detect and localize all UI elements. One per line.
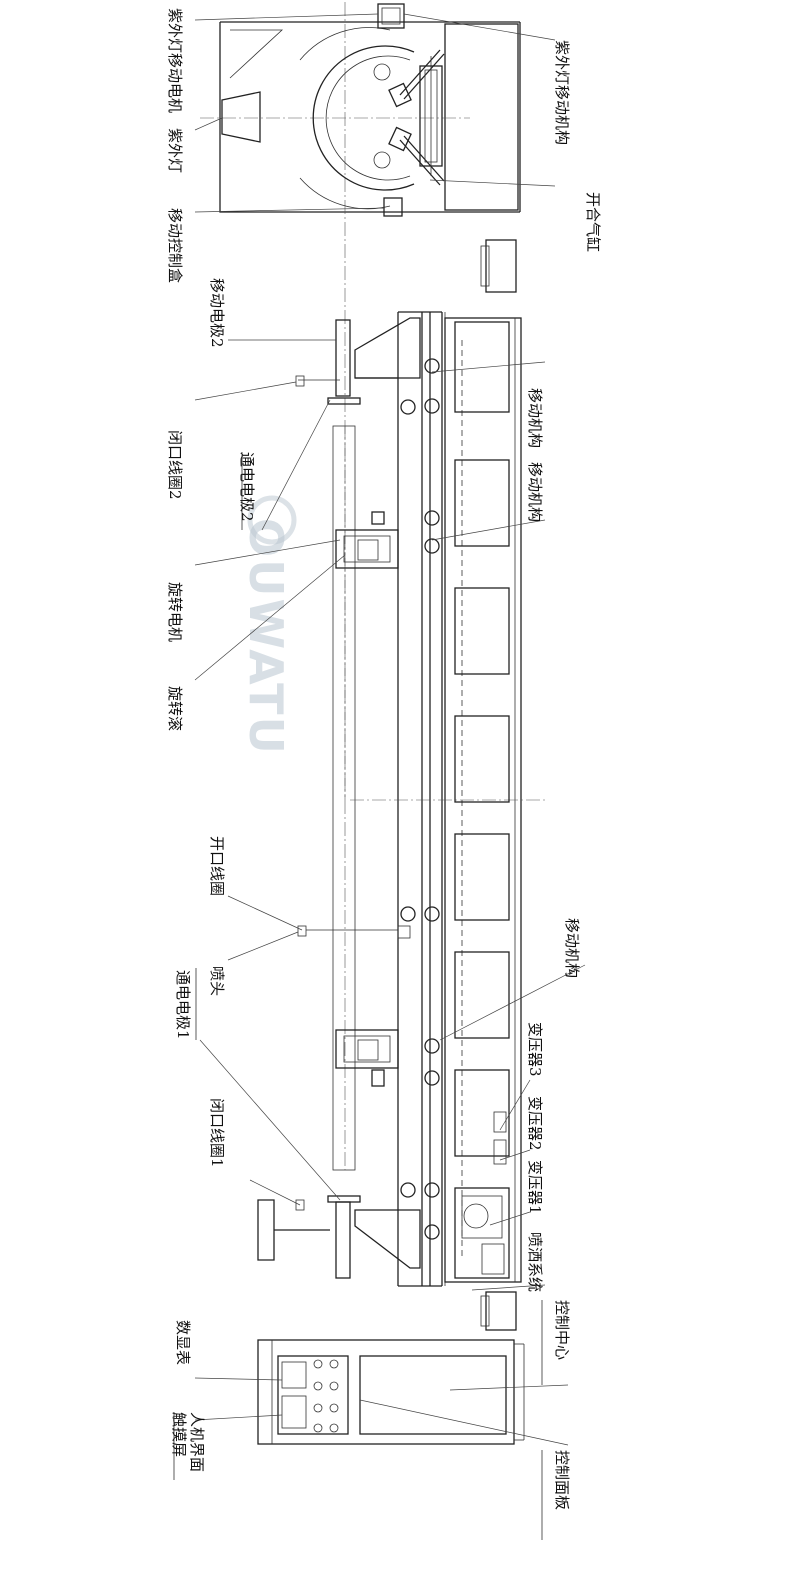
label-open-close-cylinder: 开合气缸 xyxy=(584,192,602,252)
rotation-motor-upper xyxy=(335,511,399,569)
label-move-mech-b: 移动机构 xyxy=(526,388,544,448)
label-move-mech-c: 移动机构 xyxy=(563,918,581,978)
label-digital-display: 数显表 xyxy=(174,1320,192,1365)
leader-uv-move-mech xyxy=(403,13,556,41)
electrode-1-assembly xyxy=(257,1195,421,1279)
move-electrode-2-assembly xyxy=(295,317,421,405)
label-move-electrode-2: 移动电极2 xyxy=(208,278,226,348)
label-hmi-line2: 触摸屏 xyxy=(170,1412,188,1457)
label-move-ctrl-box: 移动控制盒 xyxy=(166,208,184,283)
label-open-coil: 开口线圈 xyxy=(208,836,226,896)
label-transformer-2: 变压器2 xyxy=(526,1096,544,1151)
leader-cylinder xyxy=(429,179,556,187)
cabinet-modules xyxy=(454,321,510,1279)
label-spray-system: 喷洒系统 xyxy=(526,1232,544,1292)
leader-move-ctrl-box xyxy=(194,207,385,213)
label-rotation-roller: 旋转滚 xyxy=(166,686,184,731)
label-underlines xyxy=(173,452,543,1540)
label-power-electrode-2: 通电电极2 xyxy=(238,452,256,522)
label-nozzle: 喷头 xyxy=(208,966,226,996)
labels: 紫外灯移动电机 紫外灯 移动控制盒 紫外灯移动机构 开合气缸 移动电极2 闭口线… xyxy=(166,8,602,1510)
label-transformer-3: 变压器3 xyxy=(526,1022,544,1077)
watermark-logo: OUWATU xyxy=(239,518,293,756)
leader-uv-motor xyxy=(194,13,379,21)
leader-uv-lamp xyxy=(194,117,223,131)
label-rotation-motor: 旋转电机 xyxy=(166,582,184,642)
label-power-electrode-1: 通电电极1 xyxy=(174,970,192,1040)
uv-end-view xyxy=(200,2,521,800)
label-uv-lamp: 紫外灯 xyxy=(166,128,184,173)
rotation-motor-lower xyxy=(335,1029,399,1087)
label-closed-coil-2: 闭口线圈2 xyxy=(166,430,184,500)
label-closed-coil-1: 闭口线圈1 xyxy=(208,1098,226,1168)
label-uv-lamp-motor: 紫外灯移动电机 xyxy=(166,8,184,113)
rail-rollers xyxy=(400,358,440,1240)
label-hmi-line1: 人机界面 xyxy=(188,1412,206,1472)
label-uv-move-mech: 紫外灯移动机构 xyxy=(553,40,571,145)
label-transformer-1: 变压器1 xyxy=(526,1160,544,1215)
label-move-mech-a: 移动机构 xyxy=(526,462,544,522)
main-frame xyxy=(332,239,545,1331)
watermark-ring xyxy=(247,495,297,545)
leaders xyxy=(194,339,586,1446)
open-coil-stand xyxy=(297,925,411,939)
control-console xyxy=(257,1339,525,1445)
label-control-panel: 控制面板 xyxy=(553,1450,571,1510)
label-control-center: 控制中心 xyxy=(553,1300,571,1360)
